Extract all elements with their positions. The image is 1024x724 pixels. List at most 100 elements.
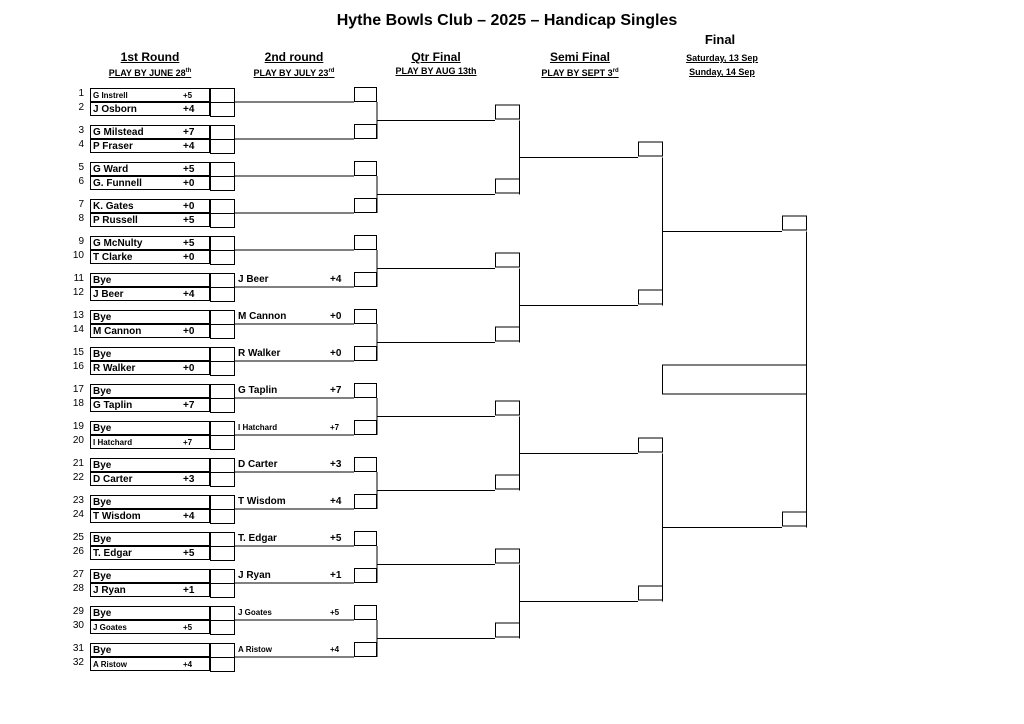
player-handicap: +0 <box>330 348 342 359</box>
first-round-score-box <box>210 139 235 154</box>
second-round-entry: D Carter+3 <box>236 458 356 472</box>
second-round-score-box <box>354 272 377 287</box>
round-deadline: PLAY BY AUG 13th <box>395 66 477 76</box>
player-name: G Taplin <box>93 400 133 411</box>
player-handicap: +5 <box>183 215 195 226</box>
seed-number: 13 <box>72 310 84 321</box>
second-round-score-box <box>354 124 377 139</box>
player-handicap: +7 <box>330 423 340 432</box>
first-round-score-box <box>210 250 235 265</box>
seed-number: 4 <box>78 139 84 150</box>
player-name: R Walker <box>93 363 136 374</box>
first-round-entry: Bye <box>90 310 210 324</box>
player-name: Bye <box>93 571 112 582</box>
second-round-score-box <box>354 198 377 213</box>
player-handicap: +1 <box>330 570 342 581</box>
player-handicap: +0 <box>330 311 342 322</box>
seed-number: 11 <box>73 273 84 284</box>
player-handicap: +4 <box>330 274 342 285</box>
first-round-score-box <box>210 347 235 362</box>
player-name: Bye <box>93 460 112 471</box>
first-round-entry: D Carter+3 <box>90 472 210 486</box>
player-name: Bye <box>93 275 112 286</box>
final-dates: Saturday, 13 Sep Sunday, 14 Sep <box>672 52 772 78</box>
player-handicap: +4 <box>183 511 195 522</box>
first-round-entry: T. Edgar+5 <box>90 546 210 560</box>
player-name: T Wisdom <box>238 496 286 507</box>
first-round-score-box <box>210 287 235 302</box>
first-round-entry: T Wisdom+4 <box>90 509 210 523</box>
seed-number: 30 <box>72 620 84 631</box>
first-round-score-box <box>210 569 235 584</box>
final-score-box <box>782 215 807 231</box>
round-name: 2nd round <box>264 50 324 64</box>
player-name: I Hatchard <box>238 423 278 432</box>
player-handicap: +3 <box>183 474 195 485</box>
seed-number: 23 <box>72 495 84 506</box>
seed-number: 2 <box>78 102 84 113</box>
seed-number: 15 <box>72 347 84 358</box>
seed-number: 28 <box>72 583 84 594</box>
quarter-final-score-box <box>495 474 520 490</box>
seed-number: 31 <box>72 643 84 654</box>
first-round-entry: Bye <box>90 421 210 435</box>
second-round-score-box <box>354 642 377 657</box>
first-round-entry: G. Funnell +0 <box>90 176 210 190</box>
first-round-score-box <box>210 310 235 325</box>
first-round-score-box <box>210 199 235 214</box>
first-round-entry: J Ryan+1 <box>90 583 210 597</box>
final-date-sunday: Sunday, 14 Sep <box>689 67 755 77</box>
first-round-score-box <box>210 384 235 399</box>
player-name: Bye <box>93 386 112 397</box>
first-round-score-box <box>210 236 235 251</box>
second-round-entry: T. Edgar+5 <box>236 532 356 546</box>
player-name: I Hatchard <box>93 438 133 447</box>
winner-box <box>662 364 807 395</box>
player-name: G Instrell <box>93 91 128 100</box>
second-round-score-box <box>354 383 377 398</box>
first-round-entry: G Milstead+7 <box>90 125 210 139</box>
player-name: J Beer <box>238 274 269 285</box>
player-handicap: +0 <box>183 201 195 212</box>
second-round-score-box <box>354 531 377 546</box>
round-deadline: PLAY BY JULY 23rd <box>253 68 335 78</box>
first-round-entry: Bye <box>90 606 210 620</box>
player-handicap: +4 <box>330 645 340 654</box>
page-title: Hythe Bowls Club – 2025 – Handicap Singl… <box>336 12 678 29</box>
first-round-score-box <box>210 213 235 228</box>
round-name: Semi Final <box>549 50 611 64</box>
player-name: K. Gates <box>93 201 134 212</box>
first-round-score-box <box>210 606 235 621</box>
second-round-score-box <box>354 494 377 509</box>
first-round-entry: Bye <box>90 384 210 398</box>
first-round-score-box <box>210 88 235 103</box>
player-name: Bye <box>93 534 112 545</box>
final-header: Final <box>704 32 736 47</box>
semi-final-score-box <box>638 141 663 157</box>
second-round-entry: J Goates+5 <box>236 606 356 620</box>
first-round-entry: Bye <box>90 347 210 361</box>
quarter-final-score-box <box>495 252 520 268</box>
player-name: T. Edgar <box>93 548 132 559</box>
seed-number: 19 <box>72 421 84 432</box>
first-round-score-box <box>210 421 235 436</box>
player-name: J Ryan <box>93 585 126 596</box>
first-round-score-box <box>210 176 235 191</box>
seed-number: 25 <box>72 532 84 543</box>
first-round-score-box <box>210 435 235 450</box>
first-round-entry: Bye <box>90 495 210 509</box>
second-round-score-box <box>354 346 377 361</box>
quarter-final-score-box <box>495 548 520 564</box>
first-round-score-box <box>210 495 235 510</box>
player-name: G. Funnell <box>93 178 142 189</box>
player-handicap: +4 <box>330 496 342 507</box>
first-round-score-box <box>210 657 235 672</box>
second-round-score-box <box>354 87 377 102</box>
seed-number: 22 <box>72 472 84 483</box>
second-round-score-box <box>354 457 377 472</box>
player-handicap: +0 <box>183 178 195 189</box>
player-handicap: +3 <box>330 459 342 470</box>
player-handicap: +5 <box>330 533 342 544</box>
player-handicap: +4 <box>183 660 193 669</box>
